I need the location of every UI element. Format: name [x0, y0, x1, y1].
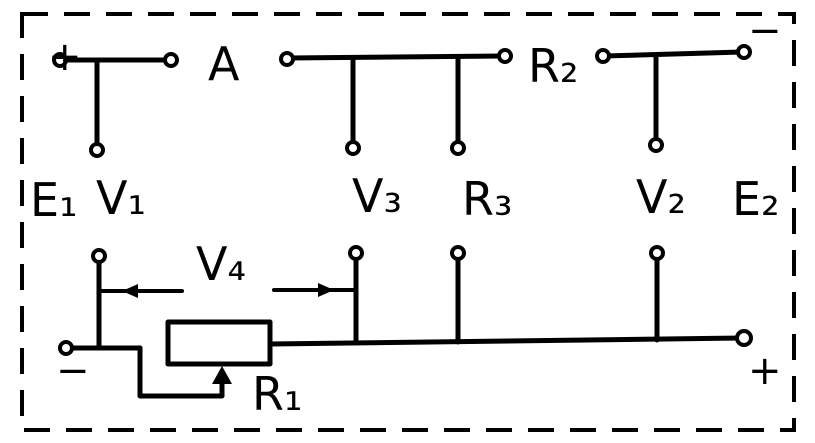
- label-voltmeter-v3: V₃: [352, 169, 402, 223]
- terminal-r3-top: [450, 140, 466, 156]
- v4-right-arrowhead: [318, 283, 334, 297]
- terminal-ammeter-right: [279, 51, 295, 67]
- v4-left-arrowhead: [122, 284, 138, 298]
- label-voltmeter-v2: V₂: [636, 170, 686, 224]
- terminal-ammeter-left: [163, 52, 179, 68]
- label-source-e1: E₁: [30, 173, 78, 227]
- wire-ammeter-to-r2: [285, 53, 506, 61]
- polarity-e1-minus: −: [56, 348, 90, 394]
- terminal-e2-minus: [736, 44, 752, 60]
- label-resistor-r2: R₂: [528, 39, 578, 93]
- rheostat-r1: [165, 319, 273, 367]
- wire-r2-to-e2: [601, 49, 745, 59]
- terminal-e1-plus: [52, 52, 68, 68]
- terminal-e1-minus: [58, 340, 74, 356]
- terminal-v2-bottom: [649, 245, 665, 261]
- label-voltmeter-v1: V₁: [96, 171, 146, 225]
- label-rheostat-r1: R₁: [252, 367, 302, 421]
- terminal-v2-top: [648, 137, 664, 153]
- polarity-e1-plus: +: [48, 34, 82, 80]
- label-resistor-r3: R₃: [462, 172, 512, 226]
- label-voltmeter-v4: V₄: [196, 237, 246, 291]
- polarity-e2-plus: +: [748, 348, 782, 394]
- label-source-e2: E₂: [732, 172, 780, 226]
- polarity-e2-minus: −: [748, 8, 782, 54]
- terminal-v1-top: [89, 142, 105, 158]
- terminal-r2-right: [595, 48, 611, 64]
- label-ammeter-a: A: [208, 37, 240, 91]
- terminal-v1-bottom: [91, 248, 107, 264]
- dashed-enclosure: [20, 12, 796, 432]
- terminal-r3-bottom: [450, 245, 466, 261]
- terminal-v3-bottom: [348, 245, 364, 261]
- rheostat-slider-arrowhead: [212, 366, 232, 384]
- terminal-v3-top: [345, 140, 361, 156]
- wire-rheostat-to-e2: [267, 335, 745, 347]
- terminal-r2-left: [497, 48, 513, 64]
- wire-rheostat-slider: [137, 345, 225, 399]
- terminal-e2-plus: [735, 329, 753, 347]
